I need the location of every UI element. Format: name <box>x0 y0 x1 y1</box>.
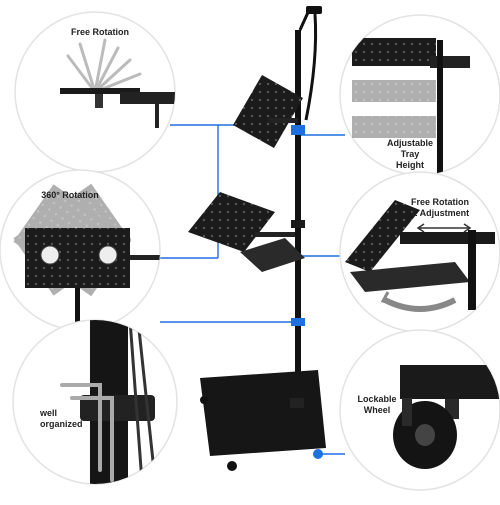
callout-free-rotation-adjustment <box>339 171 500 333</box>
label-free-rotation-adj-line2: & Adjustment <box>410 208 470 218</box>
label-well-organized-line1: well <box>40 408 58 418</box>
label-360-rotation: 360° Rotation <box>41 190 99 200</box>
label-lockable-line2: Wheel <box>363 405 391 415</box>
label-adjustable-line1: Adjustable <box>386 138 433 148</box>
label-adjustable-height: Adjustable Tray Height <box>380 138 440 171</box>
label-lockable-line1: Lockable <box>357 394 397 404</box>
callout-well-organized <box>12 319 178 485</box>
label-lockable-wheel: Lockable Wheel <box>352 394 402 416</box>
label-adjustable-line2: Tray <box>400 149 420 159</box>
label-free-rotation-adj-line1: Free Rotation <box>410 197 469 207</box>
label-free-rotation-adjustment: Free Rotation & Adjustment <box>405 197 475 219</box>
callout-free-rotation <box>14 11 176 173</box>
callout-360-rotation <box>0 169 161 331</box>
mobile-stand <box>188 6 326 471</box>
label-well-organized-line2: organized <box>40 419 83 429</box>
label-adjustable-line3: Height <box>396 160 424 170</box>
callout-lockable-wheel <box>339 329 500 491</box>
callout-adjustable-height <box>339 14 500 176</box>
label-free-rotation: Free Rotation <box>70 27 129 37</box>
label-well-organized: well organized <box>40 408 100 430</box>
